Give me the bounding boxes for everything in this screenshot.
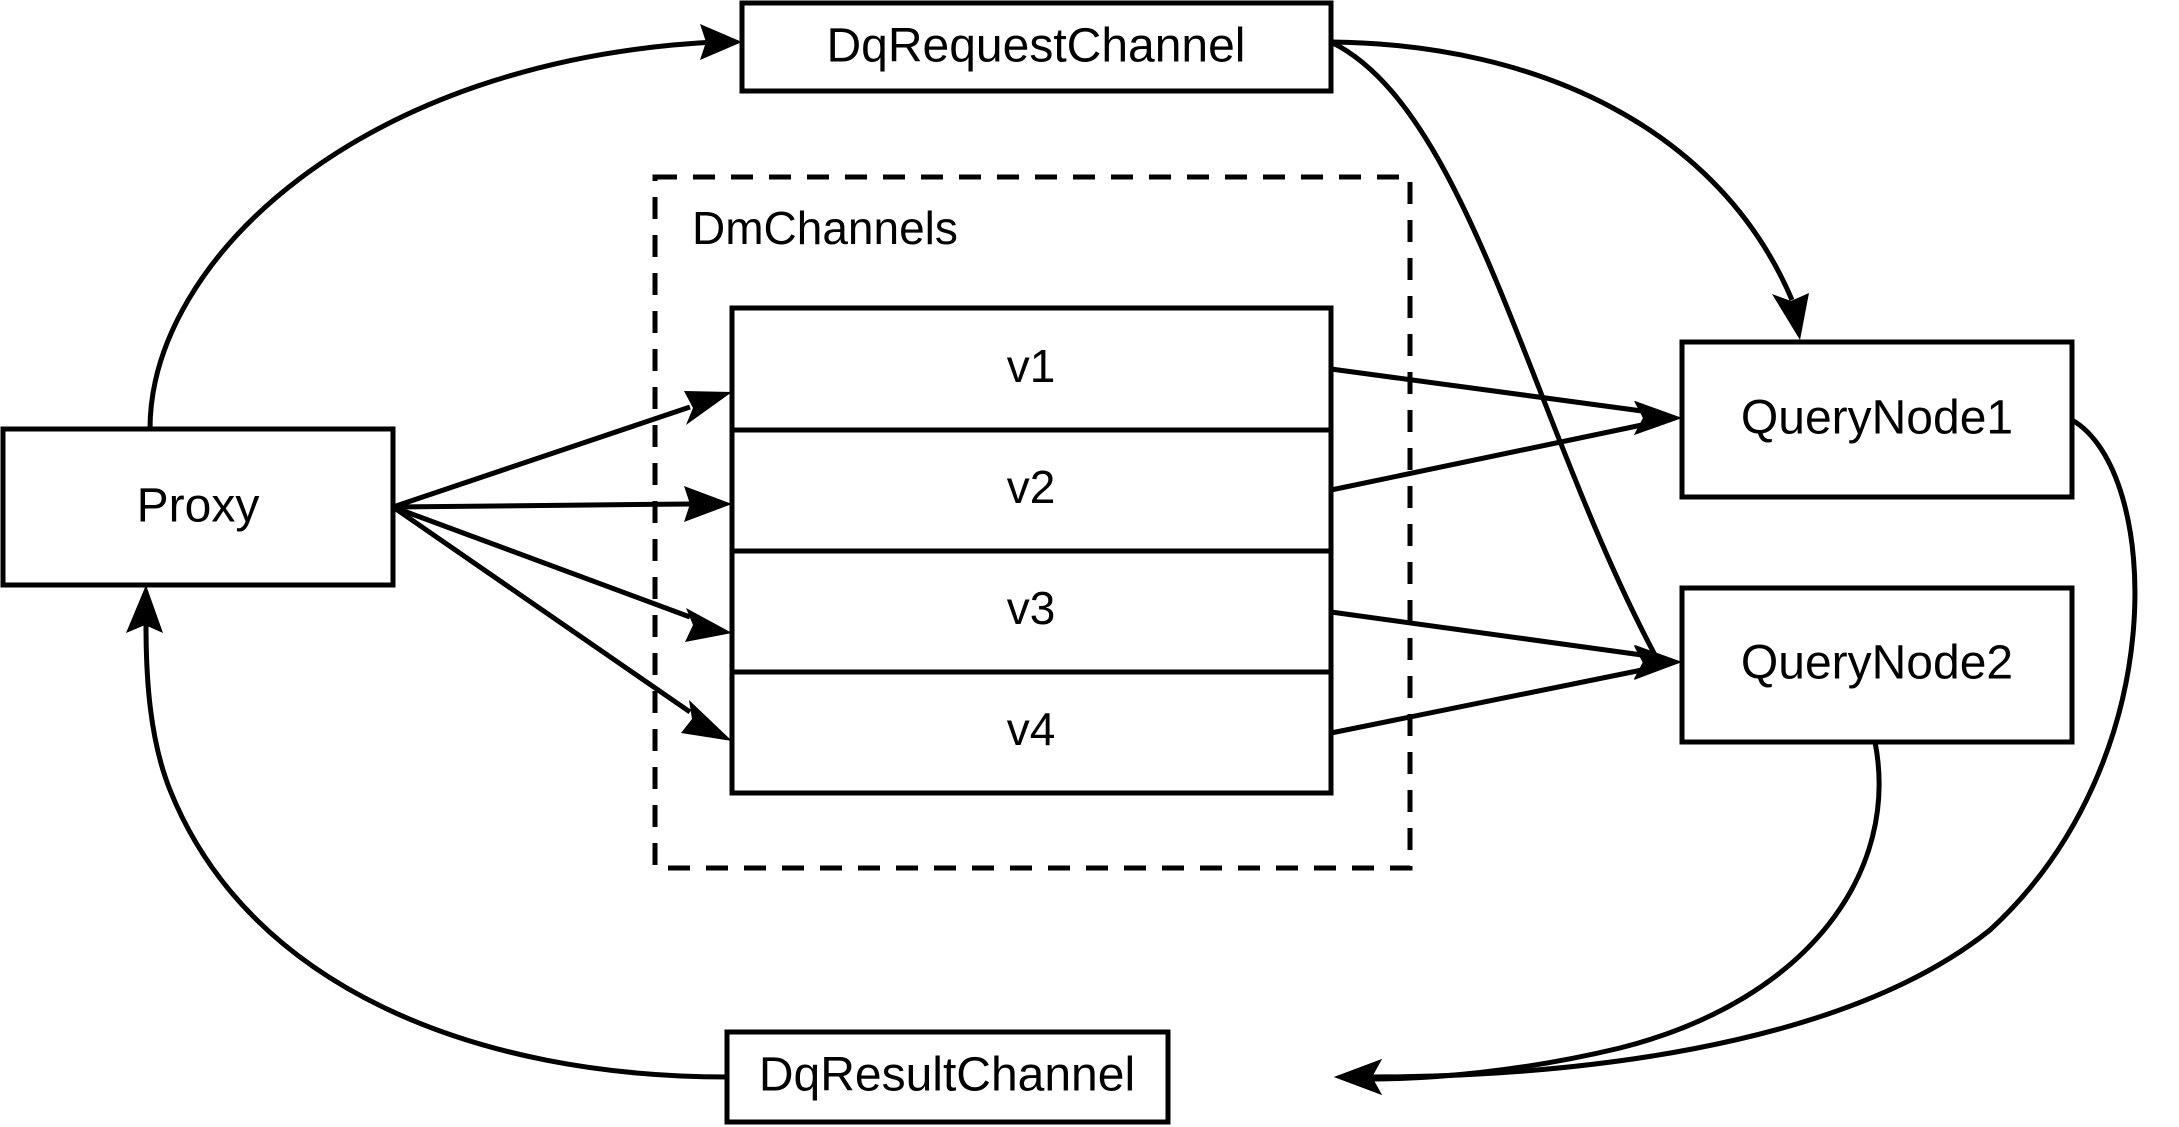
vchannel-cell-v3[interactable]: v3 (1007, 582, 1056, 634)
edge-dqrequestchannel-to-querynode2 (1329, 39, 1682, 680)
dmchannels-group-label: DmChannels (692, 202, 958, 254)
node-proxy-label: Proxy (137, 480, 260, 533)
node-dqrequestchannel[interactable]: DqRequestChannel (739, 0, 1334, 94)
edge-v3-to-querynode2 (1330, 609, 1682, 679)
edge-v2-to-querynode1 (1330, 401, 1682, 493)
edge-dqresultchannel-to-proxy (126, 585, 728, 1080)
arrowhead-v4-left (681, 700, 732, 741)
node-querynode2-box[interactable] (1679, 585, 2075, 745)
edge-proxy-to-v1 (392, 391, 732, 510)
arrowhead-querynode1-top (1772, 293, 1809, 340)
edge-proxy-to-v4 (391, 504, 732, 741)
edge-proxy-to-v2 (392, 486, 732, 522)
vchannel-cell-v1[interactable]: v1 (1007, 340, 1056, 392)
node-dqresultchannel[interactable]: DqResultChannel (724, 1029, 1171, 1125)
edge-dqrequestchannel-to-querynode1 (1330, 39, 1809, 340)
vchannels-table: v1 v2 v3 v4 (729, 305, 1334, 796)
node-querynode2[interactable]: QueryNode2 (1679, 585, 2075, 745)
dmchannels-group: DmChannels (652, 174, 1413, 871)
dmchannels-group-border (652, 174, 1413, 871)
arrowhead-proxy-bottom (126, 585, 163, 633)
node-querynode1-label: QueryNode1 (1741, 392, 2013, 445)
arrowhead-v2-left (684, 486, 732, 522)
node-proxy-box[interactable] (0, 426, 396, 588)
arrowhead-querynode2-left-c (1634, 645, 1682, 679)
arrowhead-v1-left (684, 391, 732, 425)
node-dqresultchannel-box[interactable] (724, 1029, 1171, 1125)
node-proxy[interactable]: Proxy (0, 426, 396, 588)
edge-querynode2-to-dqresultchannel (1334, 741, 1882, 1095)
vchannel-cell-v2[interactable]: v2 (1007, 461, 1056, 513)
arrowhead-dqresultchannel-right-b (1334, 1059, 1382, 1095)
edge-querynode1-to-dqresultchannel (1334, 417, 2138, 1095)
vchannel-cell-v4[interactable]: v4 (1007, 703, 1056, 755)
arrowhead-dqrequestchannel-left (700, 24, 742, 60)
node-dqresultchannel-label: DqResultChannel (759, 1049, 1135, 1102)
node-dqrequestchannel-label: DqRequestChannel (827, 20, 1246, 73)
edge-v4-to-querynode2 (1330, 645, 1682, 736)
node-dqrequestchannel-box[interactable] (739, 0, 1334, 94)
arrowhead-querynode1-left-b (1634, 401, 1682, 435)
node-querynode1-box[interactable] (1679, 339, 2075, 500)
arrowhead-v3-left (685, 608, 732, 642)
node-querynode1[interactable]: QueryNode1 (1679, 339, 2075, 500)
edge-proxy-to-v3 (392, 504, 732, 642)
node-querynode2-label: QueryNode2 (1741, 637, 2013, 690)
edge-proxy-to-dqrequestchannel (147, 24, 742, 430)
